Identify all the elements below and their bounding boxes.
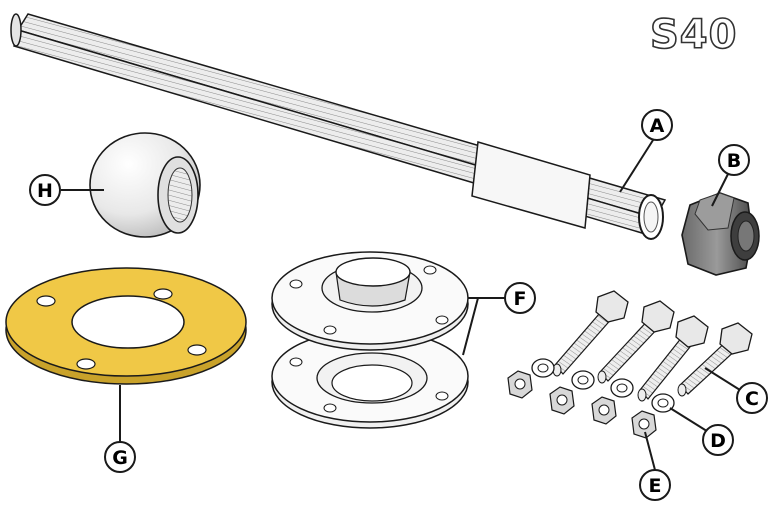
callout-c-label: C [745, 388, 759, 410]
callout-e: E [639, 469, 671, 501]
callout-f: F [504, 282, 536, 314]
model-label: S40 [650, 12, 737, 58]
washer-4 [651, 393, 675, 413]
bolt-4 [677, 322, 753, 397]
callout-d: D [702, 424, 734, 456]
flange-upper [271, 251, 469, 351]
small-nut-set [507, 370, 657, 439]
callout-d-label: D [710, 430, 726, 452]
washer-set [531, 358, 675, 413]
small-nut-4 [631, 410, 657, 439]
bolt-3 [637, 315, 709, 402]
callout-h: H [29, 174, 61, 206]
ball-joint [89, 132, 201, 238]
callout-g-label: G [112, 447, 128, 469]
washer-3 [610, 378, 634, 398]
bolt-2 [597, 300, 675, 384]
washer-2 [571, 370, 595, 390]
small-nut-1 [507, 370, 533, 399]
callout-b-label: B [727, 150, 741, 172]
threaded-rod [10, 13, 667, 240]
callout-f-label: F [514, 288, 527, 310]
callout-a: A [641, 109, 673, 141]
callout-g: G [104, 441, 136, 473]
small-nut-2 [549, 386, 575, 415]
washer-1 [531, 358, 555, 378]
hex-nut [681, 192, 760, 276]
callout-c: C [736, 382, 768, 414]
callout-b: B [718, 144, 750, 176]
small-nut-3 [591, 396, 617, 425]
bolt-set [552, 290, 753, 402]
callout-e-label: E [649, 475, 662, 497]
leader-lines [61, 136, 741, 471]
bolt-1 [552, 290, 629, 377]
callout-a-label: A [650, 115, 665, 137]
gasket-plate [5, 267, 247, 385]
callout-h-label: H [37, 180, 53, 202]
